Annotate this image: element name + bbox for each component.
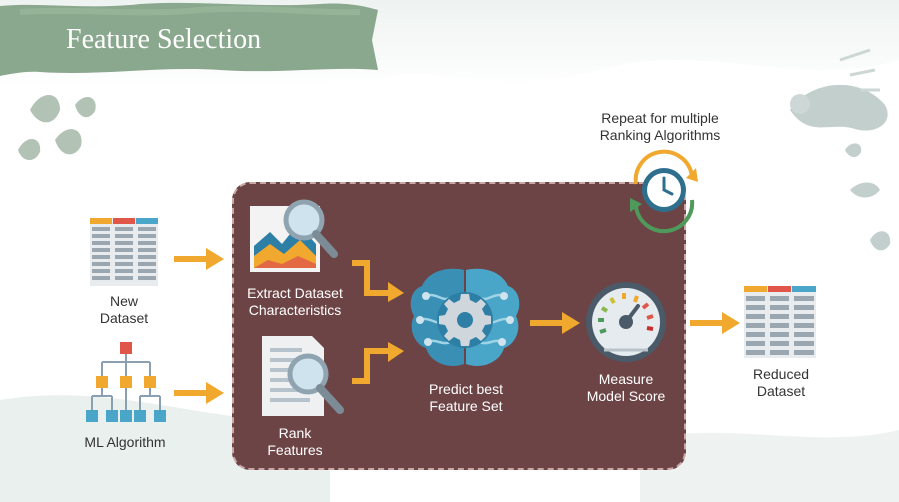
title-banner — [0, 2, 378, 77]
new-dataset-table-icon — [90, 218, 158, 286]
repeat-note: Repeat for multiple Ranking Algorithms — [585, 110, 735, 144]
rank-document-magnifier-icon — [262, 336, 344, 416]
measure-label-line-2: Model Score — [586, 388, 666, 404]
extract-chart-magnifier-icon — [250, 199, 338, 272]
predict-label-line-2: Feature Set — [429, 398, 503, 414]
new-dataset-label-line-1: New — [109, 293, 138, 309]
predict-label: Predict best Feature Set — [414, 381, 518, 415]
measure-label: Measure Model Score — [574, 371, 678, 405]
reduced-dataset-label: Reduced Dataset — [736, 366, 826, 400]
extract-label-line-2: Characteristics — [248, 302, 342, 318]
measure-label-line-1: Measure — [598, 371, 654, 387]
extract-label-line-1: Extract Dataset — [247, 285, 343, 301]
new-dataset-label-line-2: Dataset — [99, 310, 149, 326]
repeat-note-line-2: Ranking Algorithms — [599, 127, 721, 143]
page-title: Feature Selection — [66, 24, 262, 55]
extract-label: Extract Dataset Characteristics — [236, 285, 354, 319]
predict-label-line-1: Predict best — [429, 381, 503, 397]
reduced-dataset-label-line-2: Dataset — [756, 383, 806, 399]
repeat-clock-icon — [630, 149, 698, 234]
rank-label-line-1: Rank — [278, 425, 312, 441]
arrow-ml-algorithm — [174, 382, 224, 404]
arrow-rank-to-predict — [352, 342, 404, 384]
ml-algorithm-label: ML Algorithm — [84, 434, 166, 450]
reduced-dataset-table-icon — [744, 286, 816, 358]
reduced-dataset-label-line-1: Reduced — [752, 366, 810, 382]
arrow-extract-to-predict — [352, 260, 404, 302]
rank-label: Rank Features — [250, 425, 340, 459]
arrow-new-dataset — [174, 248, 224, 270]
new-dataset-label: New Dataset — [84, 293, 164, 327]
repeat-note-line-1: Repeat for multiple — [601, 110, 719, 126]
rank-label-line-2: Features — [267, 442, 323, 458]
arrow-predict-to-measure — [530, 312, 580, 334]
gauge-icon — [586, 282, 666, 362]
brain-gear-icon — [410, 268, 520, 367]
arrow-measure-to-reduced — [690, 312, 740, 334]
ml-algorithm-tree-icon — [86, 342, 166, 422]
